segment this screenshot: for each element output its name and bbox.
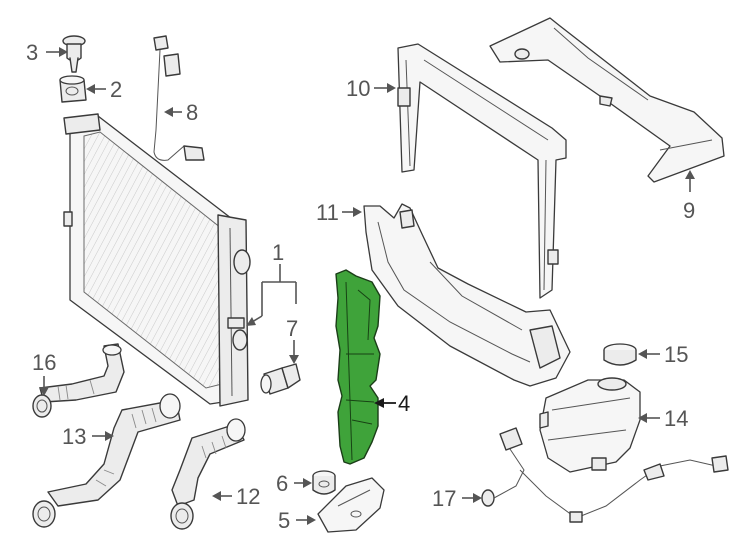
part-4-guide-bracket xyxy=(335,269,381,465)
callout-9: 9 xyxy=(683,170,695,223)
part-2-mount-bushing xyxy=(59,75,87,103)
callout-3: 3 xyxy=(26,40,68,65)
callout-1: 1 xyxy=(246,240,297,326)
part-16-hose xyxy=(32,343,125,418)
callout-label-9: 9 xyxy=(683,198,695,223)
callout-label-10: 10 xyxy=(346,76,370,101)
callout-14: 14 xyxy=(638,406,688,431)
callout-label-13: 13 xyxy=(62,424,86,449)
part-12-hose xyxy=(170,418,246,530)
callout-label-2: 2 xyxy=(110,77,122,102)
callout-label-16: 16 xyxy=(32,350,56,375)
part-17-sensor-cable xyxy=(481,427,729,523)
callout-label-3: 3 xyxy=(26,40,38,65)
part-3-clip xyxy=(62,35,86,73)
callout-11: 11 xyxy=(316,200,362,225)
callout-label-7: 7 xyxy=(286,316,298,341)
callout-label-1: 1 xyxy=(272,240,284,265)
part-5-bracket xyxy=(317,477,385,533)
callout-6: 6 xyxy=(276,471,312,496)
callout-12: 12 xyxy=(212,484,260,509)
callout-8: 8 xyxy=(164,100,198,125)
callout-label-12: 12 xyxy=(236,484,260,509)
callout-label-15: 15 xyxy=(664,342,688,367)
callout-label-11: 11 xyxy=(316,200,339,225)
part-7-sensor xyxy=(260,363,301,395)
callout-label-5: 5 xyxy=(278,508,290,533)
part-10-upper-frame xyxy=(397,43,567,299)
part-8-harness xyxy=(153,35,205,161)
callout-10: 10 xyxy=(346,76,396,101)
callout-5: 5 xyxy=(278,508,316,533)
callout-4: 4 xyxy=(374,391,410,416)
callout-label-14: 14 xyxy=(664,406,688,431)
callout-label-6: 6 xyxy=(276,471,288,496)
part-6-grommet xyxy=(312,470,336,495)
part-14-reservoir xyxy=(539,377,641,473)
callout-7: 7 xyxy=(286,316,299,364)
callout-label-8: 8 xyxy=(186,100,198,125)
part-13-hose xyxy=(32,393,181,528)
callout-16: 16 xyxy=(32,350,56,396)
callout-13: 13 xyxy=(62,424,114,449)
part-9-cross-member xyxy=(489,17,725,183)
callout-2: 2 xyxy=(86,77,122,102)
part-11-air-duct xyxy=(363,203,571,387)
part-1-radiator xyxy=(63,113,251,407)
callout-17: 17 xyxy=(432,486,482,511)
callout-label-4: 4 xyxy=(398,391,410,416)
callout-15: 15 xyxy=(638,342,688,367)
part-15-cap xyxy=(603,343,637,366)
callout-label-17: 17 xyxy=(432,486,456,511)
